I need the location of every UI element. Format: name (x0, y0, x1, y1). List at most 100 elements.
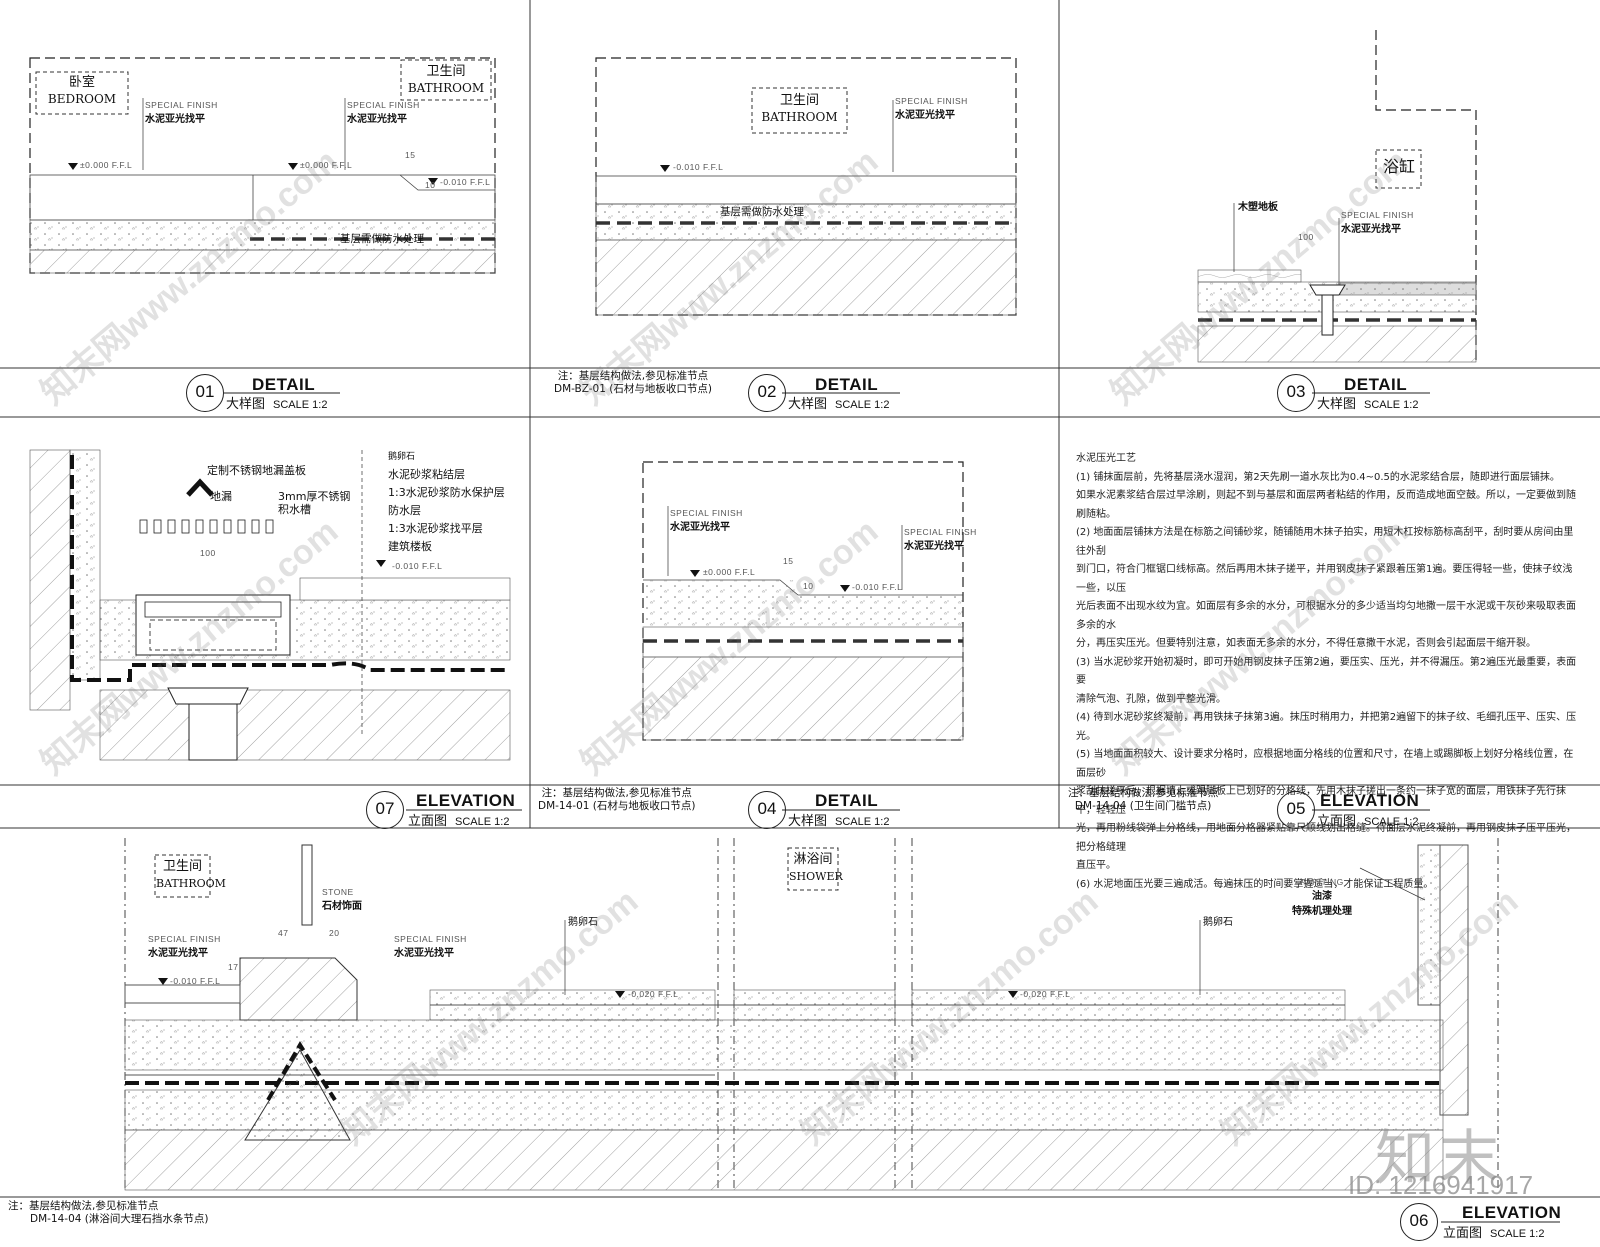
ffl-marker: -0.010 F.F.L (852, 582, 903, 592)
dimension-label: 10 (425, 180, 436, 190)
ffl-marker: -0.020 F.F.L (1020, 989, 1071, 999)
detail-scale: SCALE 1:2 (455, 816, 510, 828)
sheet-grid (0, 0, 1600, 1198)
note-line: DM-BZ-01 (石材与地板收口节点) (554, 383, 712, 395)
finish-tag-sf01: SPECIAL FINISH 水泥亚光找平 (670, 494, 743, 533)
finish-code-text: SPECIAL FINISH (670, 508, 743, 518)
room-name-en: BATHROOM (156, 877, 226, 890)
detail-title-cn: 立面图 (1443, 1226, 1483, 1241)
trough-label: 3mm厚不锈钢 积水槽 (278, 490, 350, 516)
finish-tag-sf01: SPECIAL FINISH 水泥亚光找平 (904, 513, 977, 552)
process-line: 浆刮抹搓平后，根据墙上或踢脚板上已划好的分格线，先用木抹子搓出一条约一抹子宽的面… (1076, 786, 1566, 816)
finish-name: 水泥亚光找平 (148, 948, 208, 959)
panel-04-drawing (642, 461, 964, 741)
finish-code-text: STONE (322, 887, 354, 897)
finish-tag-sf01: SPECIAL FINISH 水泥亚光找平 (895, 82, 968, 121)
note-line: 注：基层结构做法,参见标准节点 (541, 787, 692, 799)
trough-line: 积水槽 (278, 503, 311, 516)
detail-subtitle: 立面图 SCALE 1:2 (408, 810, 509, 829)
ffl-marker: ±0.000 F.F.L (300, 160, 353, 170)
ffl-marker: -0.010 F.F.L (440, 177, 491, 187)
finish-tag-sf01: SPECIAL FINISH 水泥亚光找平 (394, 920, 467, 959)
process-line: 光后表面不出现水纹为宜。如面层有多余的水分，可根据水分的多少适当均匀地撒一层干水… (1076, 601, 1576, 631)
panel-01-drawing (29, 57, 496, 274)
detail-scale: SCALE 1:2 (273, 399, 328, 411)
finish-tag-sf01: SPECIAL FINISH 水泥亚光找平 (347, 86, 420, 125)
detail-title: ELEVATION (1320, 791, 1420, 810)
layer-item: 1:3水泥砂浆找平层 (388, 522, 483, 535)
finish-name: 石材饰面 (322, 901, 362, 912)
room-name-en: SHOWER (789, 870, 843, 883)
process-line: 直压平。 (1076, 860, 1116, 871)
dimension-label: 100 (1298, 232, 1314, 242)
layer-legend: 鹅卵石 水泥砂浆粘结层 1:3水泥砂浆防水保护层 防水层 1:3水泥砂浆找平层 … (388, 448, 505, 556)
ffl-marker: -0.010 F.F.L (392, 561, 443, 571)
room-label-bedroom: 卧室 BEDROOM (37, 74, 127, 108)
detail-scale: SCALE 1:2 (1364, 399, 1419, 411)
process-line: (3) 当水泥砂浆开始初凝时，即可开始用钢皮抹子压第2遍，要压实、压光，并不得漏… (1076, 656, 1577, 687)
detail-note: 注：基层结构做法,参见标准节点 DM-14-01 (石材与地板收口节点) (538, 787, 695, 813)
finish-code-text: SPECIAL FINISH (347, 100, 420, 110)
dimension-label: 10 (803, 581, 814, 591)
note-line: 注：基层结构做法,参见标准节点 (557, 370, 709, 382)
process-line: 到门口，符合门框锯口线标高。然后再用木抹子搓平，并用钢皮抹子紧跟着压第1遍。要压… (1076, 564, 1573, 594)
detail-scale: SCALE 1:2 (1364, 816, 1419, 828)
room-label-bathroom: 卫生间 BATHROOM (402, 63, 490, 97)
finish-name: 油漆 (1312, 891, 1332, 902)
detail-title: DETAIL (815, 375, 879, 394)
finish-name: 水泥亚光找平 (895, 110, 955, 121)
layer-item: 1:3水泥砂浆防水保护层 (388, 486, 505, 499)
trough-line: 3mm厚不锈钢 (278, 490, 351, 503)
detail-title-cn: 立面图 (408, 814, 448, 829)
detail-title: DETAIL (815, 791, 879, 810)
finish-name: 木塑地板 (1238, 202, 1278, 213)
process-line: (2) 地面面层铺抹方法是在标筋之间铺砂浆，随铺随用木抹子拍实，用短木杠按标筋标… (1076, 527, 1574, 557)
dimension-label: 100 (200, 548, 216, 558)
process-text: 水泥压光工艺 (1) 铺抹面层前，先将基层浇水湿润，第2天先刷一道水灰比为0.4… (1076, 450, 1581, 894)
detail-title-cn: 大样图 (788, 814, 828, 829)
detail-title: DETAIL (1344, 375, 1408, 394)
bathtub-label: 浴缸 (1382, 157, 1415, 176)
detail-note: 注：基层结构做法,参见标准节点 DM-14-04 (淋浴间大理石挡水条节点) (8, 1200, 208, 1226)
process-title: 水泥压光工艺 (1076, 453, 1136, 464)
finish-tag-st01: STONE 石材饰面 (322, 873, 362, 912)
room-name-cn: 卫生间 (779, 93, 819, 108)
finish-name: 水泥亚光找平 (670, 522, 730, 533)
process-line: (1) 铺抹面层前，先将基层浇水湿润，第2天先刷一道水灰比为0.4~0.5的水泥… (1076, 471, 1560, 483)
panel-06-drawing (124, 838, 1499, 1191)
panel-03-drawing (1197, 30, 1477, 363)
pebble-label: 鹅卵石 (568, 917, 598, 928)
ffl-marker: -0.020 F.F.L (628, 989, 679, 999)
note-line: DM-14-04 (卫生间门槛节点) (1074, 800, 1212, 812)
detail-number: 01 (186, 374, 224, 412)
process-line: 清除气泡、孔隙，做到平整光滑。 (1076, 693, 1226, 705)
room-name-cn: 卫生间 (162, 859, 202, 874)
brand-id: ID: 1216941917 (1348, 1170, 1534, 1200)
dimension-label: 20 (329, 928, 340, 938)
finish-code-text: SPECIAL FINISH (148, 934, 221, 944)
finish-tag-pt02: PAINTING 油漆 特殊机理处理 (1292, 863, 1352, 917)
note-line: DM-14-04 (淋浴间大理石挡水条节点) (30, 1213, 209, 1225)
ffl-marker: -0.010 F.F.L (673, 162, 724, 172)
detail-title-cn: 大样图 (788, 397, 828, 412)
finish-code-text: SPECIAL FINISH (394, 934, 467, 944)
layer-item: 建筑楼板 (388, 540, 432, 553)
note-line: DM-14-01 (石材与地板收口节点) (538, 800, 696, 812)
pebble-label: 鹅卵石 (1203, 917, 1233, 928)
finish-name: 水泥亚光找平 (145, 114, 205, 125)
finish-name: 水泥亚光找平 (1341, 224, 1401, 235)
detail-title-cn: 立面图 (1317, 814, 1357, 829)
ffl-marker: -0.010 F.F.L (170, 976, 221, 986)
finish-code-text: PAINTING (1300, 877, 1344, 887)
room-name-cn: 淋浴间 (793, 852, 833, 867)
room-label-bathroom: 卫生间 BATHROOM (753, 92, 846, 126)
layer-item: 防水层 (388, 504, 421, 517)
detail-number: 07 (366, 791, 404, 829)
dimension-label: 15 (783, 556, 794, 566)
room-label-shower: 淋浴间 SHOWER (789, 851, 843, 885)
panel-02-drawing (595, 57, 1017, 316)
detail-title: DETAIL (252, 375, 316, 394)
finish-code-text: SPECIAL FINISH (145, 100, 218, 110)
